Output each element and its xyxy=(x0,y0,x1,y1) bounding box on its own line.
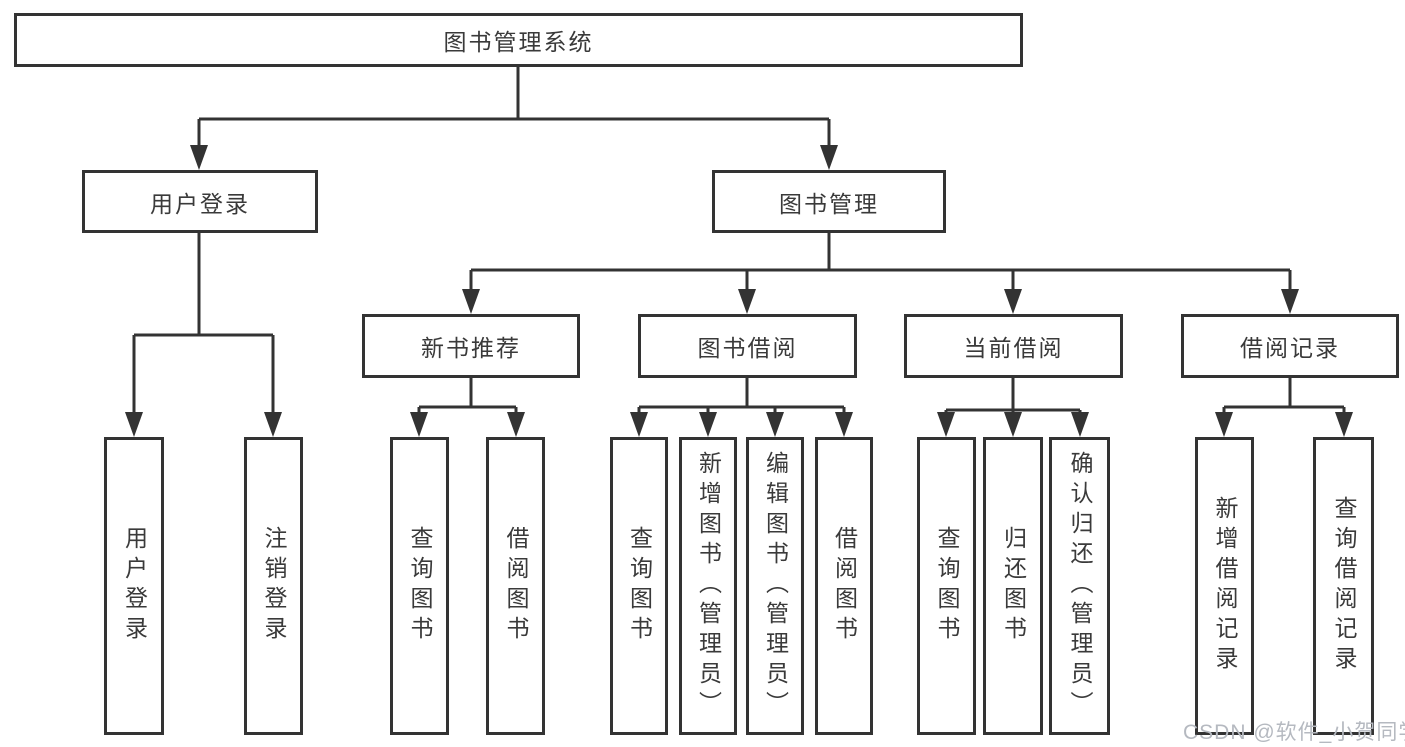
connector-new-book-recommendation xyxy=(410,377,525,437)
node-label: 图书管理 xyxy=(779,190,879,217)
node-label: 借阅记录 xyxy=(1240,335,1340,361)
connector-borrowing-records xyxy=(1215,377,1353,437)
node-new-book-recommendation: 新书推荐 xyxy=(362,314,580,378)
node-label: 用户登录 xyxy=(150,190,250,217)
node-confirm-return-admin: 确认归还（管理员） xyxy=(1049,437,1110,735)
node-add-book-admin: 新增图书（管理员） xyxy=(679,437,737,735)
node-label: 查询图书 xyxy=(407,526,433,646)
node-label: 图书管理系统 xyxy=(443,29,594,55)
node-edit-book-admin: 编辑图书（管理员） xyxy=(746,437,804,735)
node-library-management-system: 图书管理系统 xyxy=(14,13,1023,67)
node-label: 注销登录 xyxy=(261,526,287,646)
node-label: 查询借阅记录 xyxy=(1331,496,1357,676)
node-query-books-current: 查询图书 xyxy=(917,437,976,735)
node-borrow-books-recommend: 借阅图书 xyxy=(486,437,545,735)
node-book-management: 图书管理 xyxy=(712,170,946,233)
node-query-books-borrow: 查询图书 xyxy=(610,437,668,735)
connector-current-borrowing xyxy=(937,377,1089,437)
node-label: 编辑图书（管理员） xyxy=(762,451,789,721)
node-user-login-leaf: 用户登录 xyxy=(104,437,164,735)
node-add-borrow-record: 新增借阅记录 xyxy=(1195,437,1254,735)
csdn-watermark: CSDN @软件_小贺同学 xyxy=(1183,721,1405,744)
node-borrow-books: 借阅图书 xyxy=(815,437,873,735)
node-query-books-recommend: 查询图书 xyxy=(390,437,449,735)
node-current-borrowing: 当前借阅 xyxy=(904,314,1123,378)
node-label: 用户登录 xyxy=(121,526,148,646)
node-label: 借阅图书 xyxy=(503,526,529,646)
node-label: 查询图书 xyxy=(626,526,653,646)
node-label: 图书借阅 xyxy=(697,335,798,361)
connector-user-login xyxy=(125,232,282,437)
node-logout: 注销登录 xyxy=(244,437,303,735)
node-label: 归还图书 xyxy=(1000,526,1027,646)
node-borrowing-records: 借阅记录 xyxy=(1181,314,1399,378)
node-user-login: 用户登录 xyxy=(82,170,318,233)
connector-root xyxy=(190,67,838,170)
node-label: 新书推荐 xyxy=(421,335,521,361)
node-label: 新增图书（管理员） xyxy=(695,451,722,721)
connector-book-borrowing xyxy=(630,377,853,437)
node-label: 查询图书 xyxy=(934,526,960,646)
node-label: 借阅图书 xyxy=(831,526,858,646)
node-return-books: 归还图书 xyxy=(983,437,1043,735)
node-book-borrowing: 图书借阅 xyxy=(638,314,857,378)
node-query-borrow-record: 查询借阅记录 xyxy=(1313,437,1374,735)
node-label: 当前借阅 xyxy=(963,335,1064,361)
node-label: 新增借阅记录 xyxy=(1212,496,1238,676)
node-label: 确认归还（管理员） xyxy=(1067,451,1093,721)
connector-book-management xyxy=(462,231,1299,314)
